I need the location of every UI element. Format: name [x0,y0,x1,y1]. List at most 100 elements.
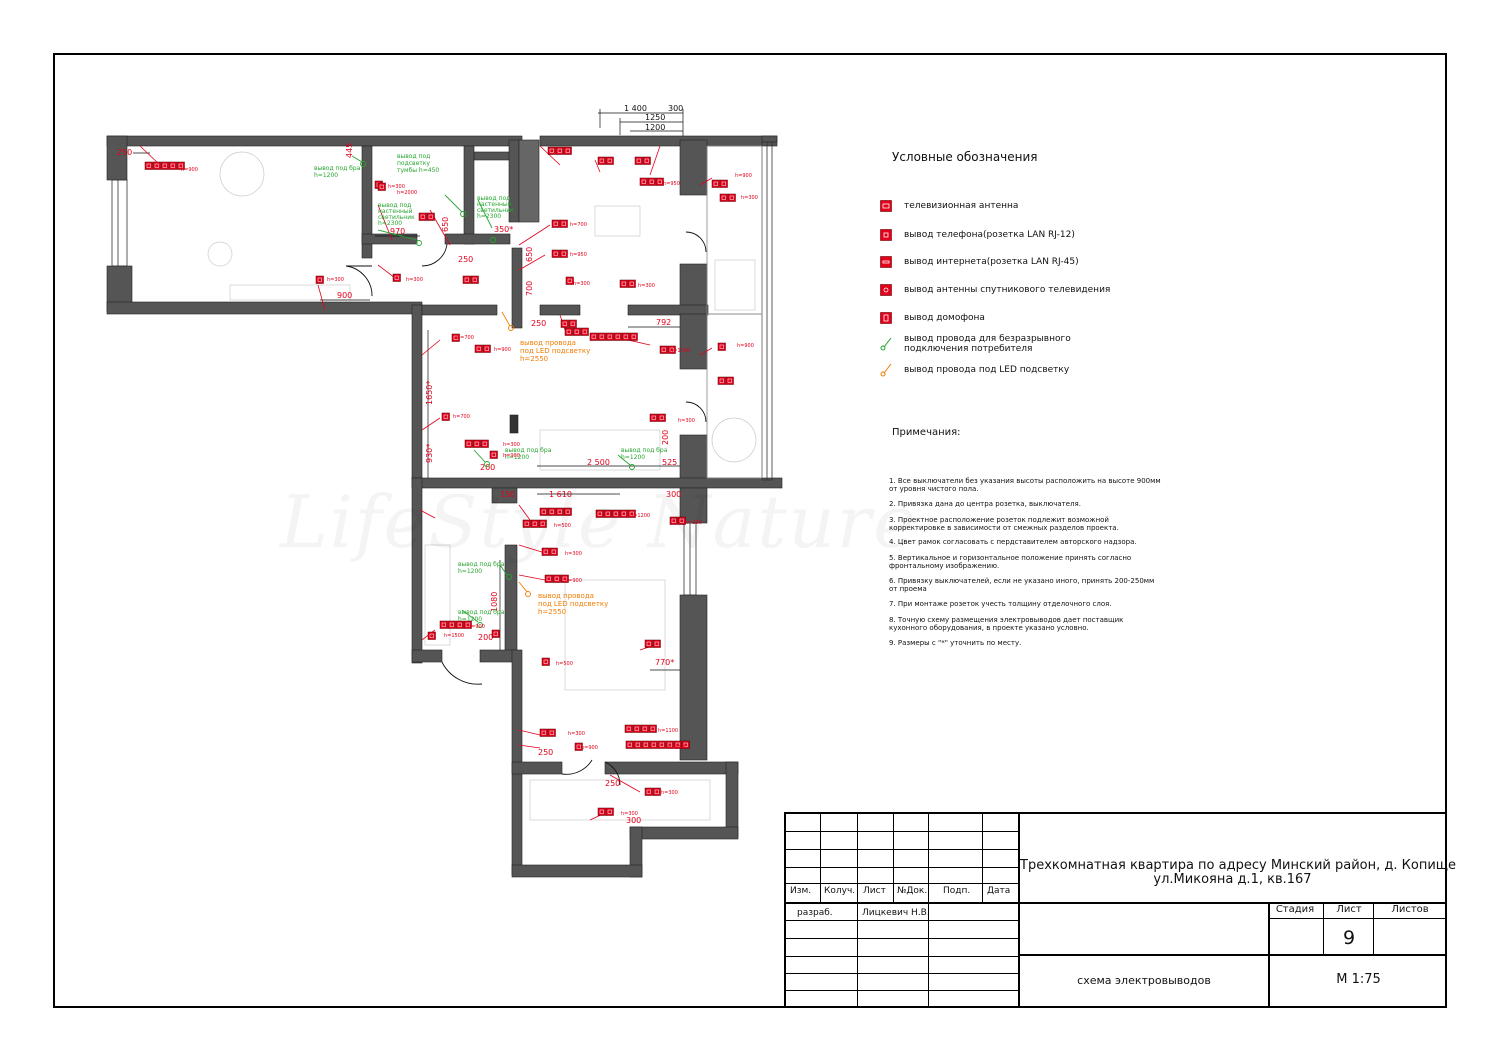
developer-role: разраб. [797,908,833,918]
socket-icon [522,519,531,528]
title-block-line [928,812,929,1008]
socket-inner [482,441,487,446]
socket-icon [539,728,548,737]
socket-inner [170,163,175,168]
legend-label: вывод интернета(розетка LAN RJ-45) [904,257,1079,267]
socket-icon [673,740,682,749]
wall [629,826,739,840]
socket-inner [554,576,559,581]
tag: h=300 [406,277,423,283]
socket-icon [549,547,558,556]
socket-inner [465,622,470,627]
socket-icon [632,724,641,733]
socket-icon [176,161,185,170]
stage-label: Стадия [1275,904,1315,915]
socket-icon [625,740,634,749]
socket-icon [464,439,473,448]
socket-inner [420,214,425,219]
socket-inner [474,441,479,446]
label: вывод под [477,195,510,202]
socket-icon [633,740,642,749]
tag: h=900 [503,453,520,459]
tag: h=500 [556,661,573,667]
label: светильник [477,207,514,214]
label: h=1200 [458,616,482,623]
label: h=1200 [621,454,645,461]
socket-inner [721,195,726,200]
note-line: от проема [889,585,927,593]
tag: h=900 [468,624,485,630]
legend-label: вывод телефона(розетка LAN RJ-12) [904,230,1075,240]
socket-inner [464,277,469,282]
socket-icon [711,179,720,188]
socket-icon [426,212,435,221]
tag: h=300 [573,281,590,287]
socket-icon [725,376,734,385]
socket-inner [719,344,724,349]
note-item: 4. Цвет рамок согласовать с пердставител… [889,538,1179,546]
socket-inner [636,158,641,163]
socket-inner [441,622,446,627]
dim: 1650* [425,381,434,405]
label: под LED подсветку [520,347,590,355]
legend-label-line: вывод провода для безразрывного [904,334,1071,344]
socket-inner [659,742,664,747]
socket-inner [721,181,726,186]
socket-inner [541,730,546,735]
dim: 150 [500,490,515,499]
socket-icon [547,146,556,155]
socket-inner [635,742,640,747]
socket-inner [591,334,596,339]
socket-icon [462,275,471,284]
socket-inner [607,809,612,814]
green-labels: вывод под бра h=1200 вывод под подсветку… [314,153,668,623]
tb-header-izm: Изм. [790,886,812,896]
dim: 2 500 [587,458,610,467]
satellite-antenna-icon [880,284,892,296]
socket-icon [482,344,491,353]
title-block-line [784,902,1018,904]
socket-icon [439,620,448,629]
socket-icon [463,620,472,629]
socket-icon [627,509,636,518]
title-block-line [1268,902,1270,1008]
tag: h=300 [327,277,344,283]
socket-inner [178,163,183,168]
led-wire-icon [880,363,892,377]
socket-icon [574,742,583,751]
tag: h=700 [453,414,470,420]
legend-title: Условные обозначения [892,150,1038,164]
label: вывод под бра [458,609,505,616]
socket-inner [379,184,384,189]
socket-icon [144,161,153,170]
socket-icon [681,740,690,749]
tag: h=500 [554,523,571,529]
socket-icon [717,342,726,351]
socket-icon [655,177,664,186]
intercom-icon [880,312,892,324]
label: вывод под [378,202,411,209]
tag: h=950 [570,252,587,258]
socket-icon [624,724,633,733]
socket-inner [566,329,571,334]
dim: 1 400 [624,104,647,113]
wall [761,135,778,143]
note-item: 5. Вертикальное и горизонтальное положен… [889,554,1179,570]
dim: 1 610 [549,490,572,499]
socket-icon [563,507,572,516]
socket-inner [729,195,734,200]
tag: h=1100 [658,728,678,734]
socket-inner [546,576,551,581]
socket-inner [457,622,462,627]
dim: 250 [531,319,546,328]
socket-inner [540,521,545,526]
socket-icon [572,327,581,336]
tag: h=900 [735,173,752,179]
socket-inner [626,726,631,731]
sheet-label: Лист [1336,904,1362,915]
socket-icon [491,629,500,638]
wall [421,304,498,316]
tb-header-date: Дата [987,886,1011,896]
dim: 200 [478,633,493,642]
